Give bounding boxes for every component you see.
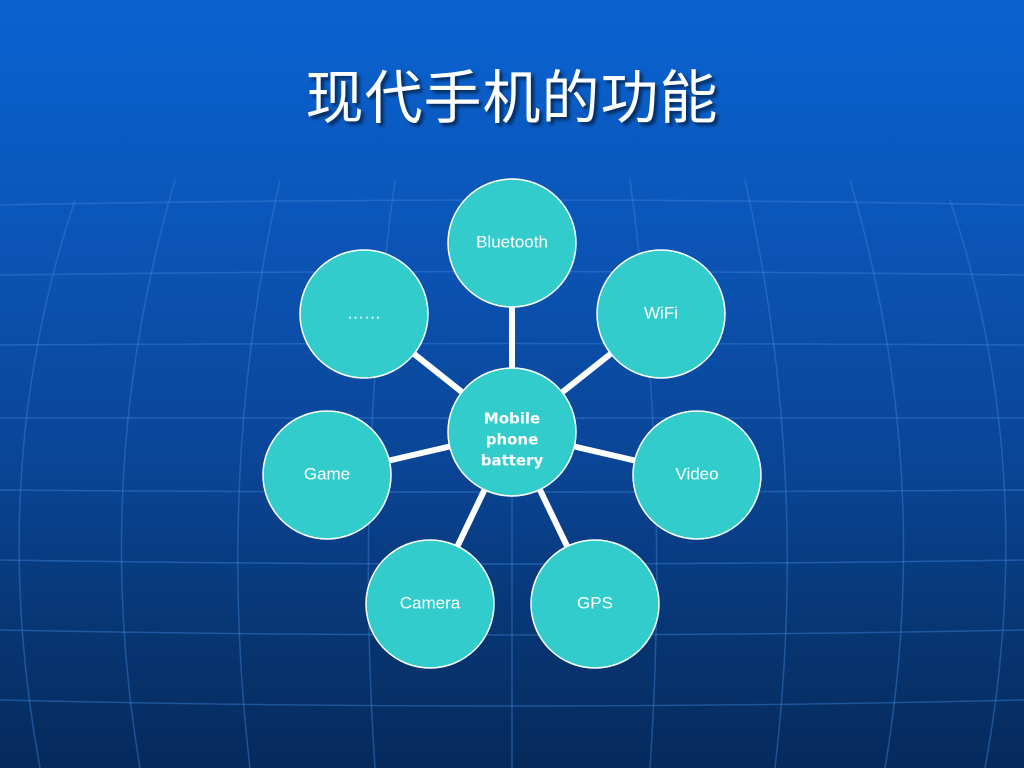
node-label-gps: GPS [577,593,613,612]
node-circle-bluetooth [447,178,577,308]
node-circle-game [262,410,392,540]
node-wifi: WiFi [596,249,726,379]
node-bluetooth: Bluetooth [447,178,577,308]
node-label-wifi: WiFi [644,303,678,322]
connector-camera [454,488,488,548]
node-circle-camera [365,539,495,669]
node-label-game: Game [304,464,350,483]
connector-gps [537,488,570,548]
node-game: Game [262,410,392,540]
node-label-video: Video [675,464,718,483]
node-circle-video [632,410,762,540]
node-more: …… [299,249,429,379]
connectors [388,307,636,548]
center-label-line-3: battery [481,452,544,470]
node-circle-gps [530,539,660,669]
node-circle-more [299,249,429,379]
center-node-circle [447,367,577,497]
connector-more [412,351,464,395]
connector-wifi [560,351,613,395]
slide-title: 现代手机的功能 [305,64,719,132]
center-label-line-2: phone [486,431,539,449]
node-circle-wifi [596,249,726,379]
center-node: Mobile phone battery [447,367,577,497]
node-gps: GPS [530,539,660,669]
node-camera: Camera [365,539,495,669]
center-label-line-1: Mobile [484,410,540,428]
connector-video [573,443,636,464]
node-label-bluetooth: Bluetooth [476,232,548,251]
connector-game [388,443,451,464]
node-video: Video [632,410,762,540]
node-label-camera: Camera [400,593,461,612]
node-label-more: …… [347,303,381,322]
